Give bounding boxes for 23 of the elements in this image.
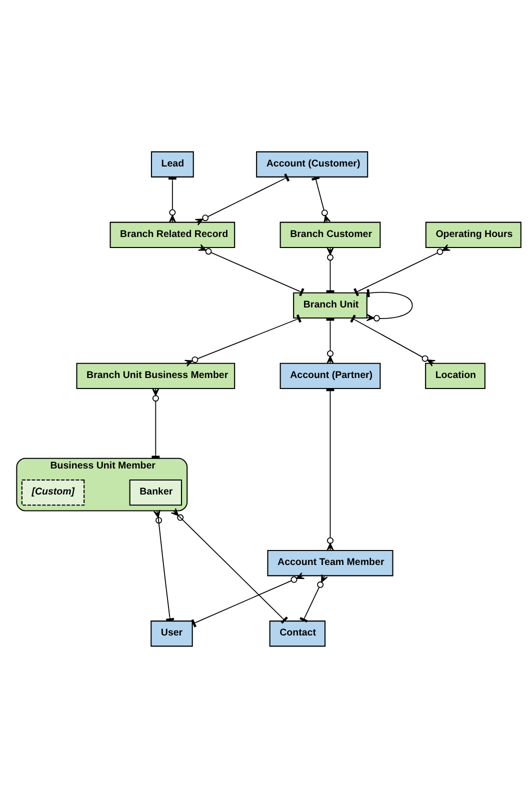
node-box: Location <box>425 362 486 390</box>
node-box: Account (Partner) <box>280 362 381 390</box>
connector <box>366 289 413 322</box>
node-box: Branch Customer <box>280 222 381 248</box>
node-box: Operating Hours <box>425 222 522 248</box>
node-box: Branch Related Record <box>110 222 236 248</box>
node-box: Branch Unit Business Member <box>76 362 236 390</box>
connector <box>354 244 451 296</box>
node-box: Account (Customer) <box>256 151 368 178</box>
connector <box>350 314 436 366</box>
connector <box>194 174 290 226</box>
node-box: Contact <box>269 620 326 647</box>
node-box: Lead <box>150 151 194 178</box>
node-box: [Custom] <box>21 479 85 506</box>
connector <box>300 574 328 622</box>
connector <box>184 314 302 367</box>
node-box: User <box>150 620 193 647</box>
node-box: Banker <box>129 479 182 506</box>
connector <box>153 510 174 622</box>
connector <box>191 572 305 628</box>
node-box: Account Team Member <box>267 550 394 576</box>
connector <box>312 176 331 224</box>
connector <box>198 244 304 296</box>
